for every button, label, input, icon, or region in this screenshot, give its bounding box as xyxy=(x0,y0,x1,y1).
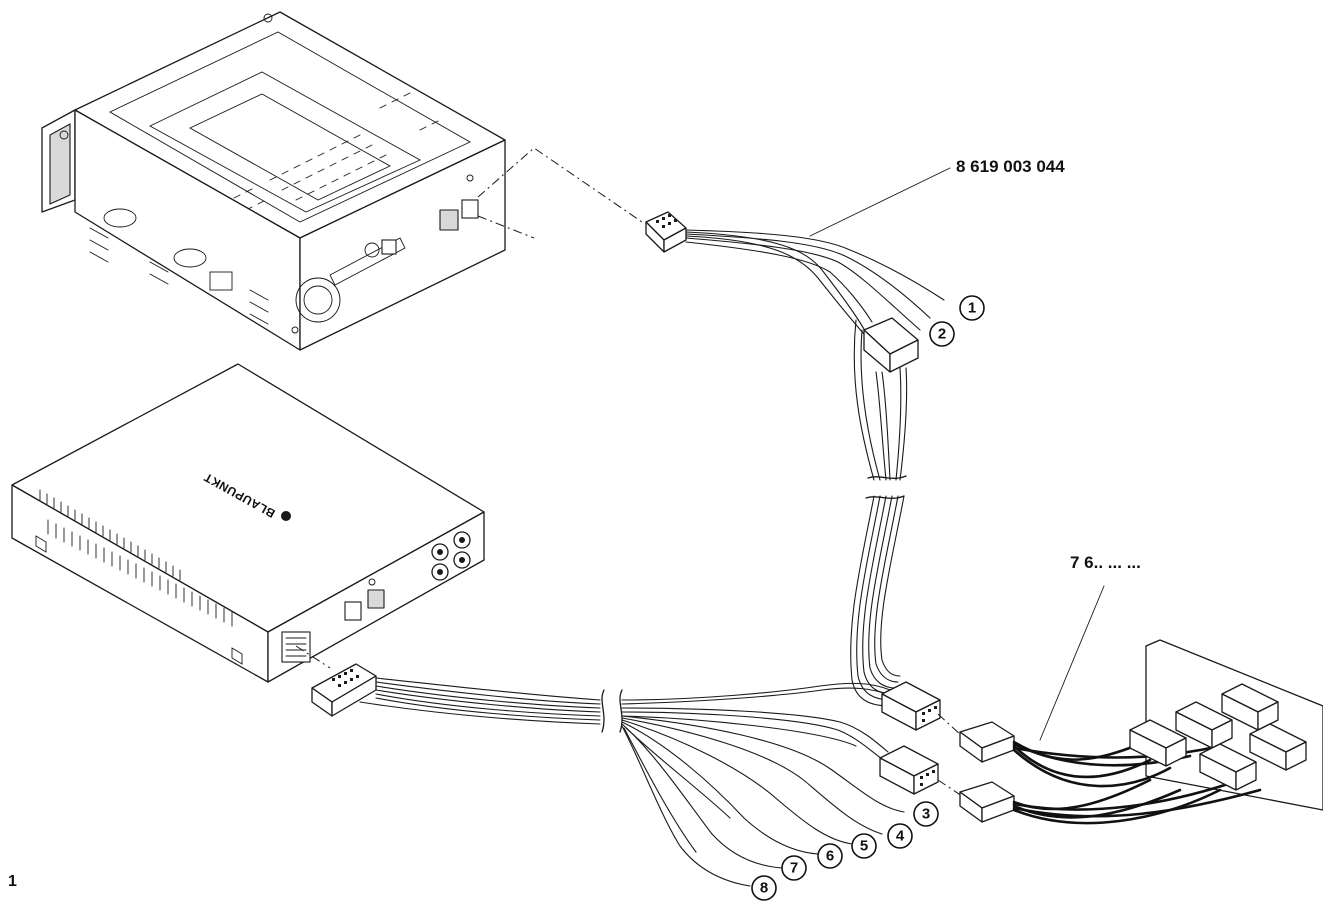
branch-wires xyxy=(621,682,905,887)
figure-number: 1 xyxy=(8,873,17,890)
radio-head-unit xyxy=(41,11,506,351)
alignment-line xyxy=(477,147,643,223)
main-bundle xyxy=(850,495,905,707)
svg-text:5: 5 xyxy=(860,838,868,855)
part-label-vehicle-connector: 7 6.. ... ... xyxy=(1070,553,1141,572)
callout-4: 4 xyxy=(887,823,913,849)
alignment-line xyxy=(937,713,963,737)
rca-sockets xyxy=(431,531,471,581)
callout-8: 8 xyxy=(751,875,777,901)
svg-text:6: 6 xyxy=(826,848,834,865)
amplifier-connector xyxy=(311,663,377,717)
vent-slots xyxy=(39,489,233,627)
inline-fuse-holder xyxy=(863,317,919,373)
callout-5: 5 xyxy=(851,833,877,859)
speaker-connector-lower xyxy=(879,745,939,795)
adapter-cable-wires xyxy=(685,229,945,481)
part-label-adapter-cable: 8 619 003 044 xyxy=(956,157,1065,176)
callout-6: 6 xyxy=(817,843,843,869)
alignment-line xyxy=(937,779,963,797)
svg-text:3: 3 xyxy=(922,806,930,823)
cable-break xyxy=(601,689,623,733)
callout-7: 7 xyxy=(781,855,807,881)
svg-text:7: 7 xyxy=(790,860,798,877)
svg-text:2: 2 xyxy=(938,326,946,343)
leader-line xyxy=(809,167,951,237)
callout-3: 3 xyxy=(913,801,939,827)
radio-connector xyxy=(645,211,687,253)
vehicle-adapter xyxy=(959,639,1323,825)
svg-text:4: 4 xyxy=(896,828,905,845)
amplifier-cable-wires xyxy=(359,677,601,725)
svg-text:8: 8 xyxy=(760,880,768,897)
alignment-line xyxy=(295,645,331,669)
svg-text:1: 1 xyxy=(968,300,976,317)
speaker-connector-upper xyxy=(881,681,941,731)
cable-break xyxy=(864,475,908,499)
amplifier-unit: BLAUPUNKT xyxy=(11,363,485,683)
leader-line xyxy=(1039,585,1105,741)
callout-1: 1 xyxy=(959,295,985,321)
callout-2: 2 xyxy=(929,321,955,347)
